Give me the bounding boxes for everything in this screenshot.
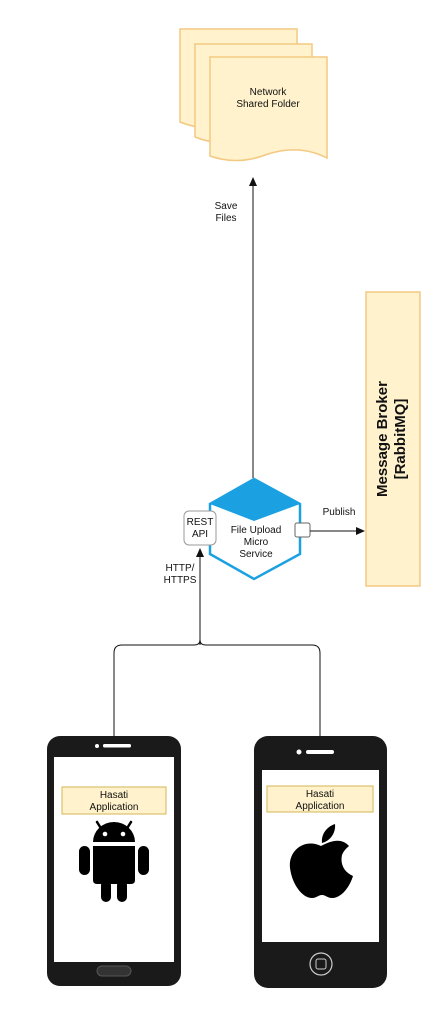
- save-files-label-2: Files: [215, 213, 236, 224]
- ios-app-label-2: Application: [296, 801, 345, 812]
- android-icon: [79, 820, 149, 902]
- shared-folder-label-2: Shared Folder: [236, 99, 300, 110]
- rest-api-label-2: API: [192, 529, 208, 540]
- shared-folder-node: Network Shared Folder: [179, 28, 328, 162]
- ios-to-api-line: [199, 639, 321, 736]
- save-files-label-1: Save: [215, 201, 238, 212]
- shared-folder-label-1: Network: [250, 87, 288, 98]
- service-label-3: Service: [239, 549, 273, 560]
- http-label-2: HTTPS: [164, 575, 197, 586]
- service-label-1: File Upload: [231, 525, 282, 536]
- ios-phone: Hasati Application: [254, 736, 387, 988]
- ios-app-label-1: Hasati: [306, 789, 334, 800]
- publish-port: [294, 522, 311, 538]
- file-upload-service-node: File Upload Micro Service: [208, 477, 302, 581]
- apple-icon: [289, 824, 353, 898]
- android-to-api-line: [113, 639, 201, 736]
- rest-api-label-1: REST: [187, 517, 214, 528]
- broker-label-2: [RabbitMQ]: [392, 399, 409, 480]
- message-broker-node: Message Broker [RabbitMQ]: [365, 291, 421, 587]
- broker-label-1: Message Broker: [374, 381, 391, 497]
- publish-label: Publish: [323, 507, 356, 518]
- rest-api-node: REST API: [183, 510, 217, 546]
- android-app-label-1: Hasati: [100, 790, 128, 801]
- http-label-1: HTTP/: [166, 563, 195, 574]
- service-label-2: Micro: [244, 537, 269, 548]
- android-phone: Hasati Application: [47, 736, 181, 986]
- android-app-label-2: Application: [90, 802, 139, 813]
